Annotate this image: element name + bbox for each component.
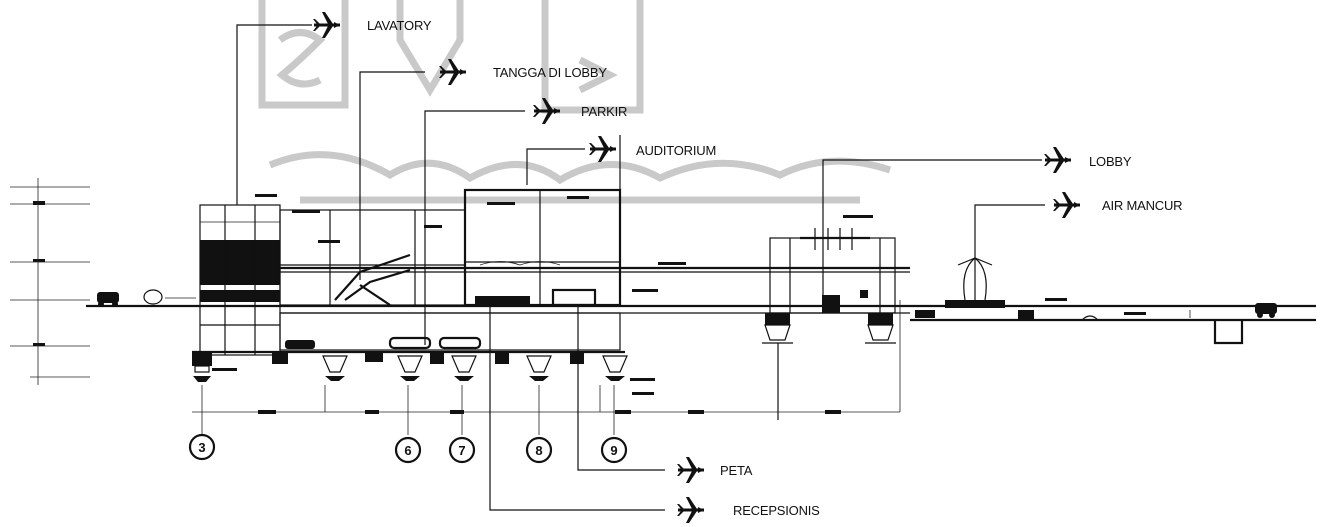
watermark-logo bbox=[258, 0, 892, 204]
airplane-arrow-icon bbox=[675, 495, 706, 525]
svg-text:PETA: PETA bbox=[720, 463, 753, 478]
svg-text:3: 3 bbox=[198, 440, 205, 455]
airplane-arrow-icon bbox=[1042, 145, 1073, 175]
airplane-arrow-icon bbox=[587, 134, 618, 164]
airplane-arrow-icon bbox=[1051, 190, 1082, 220]
callout-lavatory: LAVATORY bbox=[311, 10, 432, 40]
svg-text:LAVATORY: LAVATORY bbox=[367, 18, 432, 33]
svg-text:AIR MANCUR: AIR MANCUR bbox=[1102, 198, 1182, 213]
grid-bubble-6: 6 bbox=[394, 436, 422, 464]
grid-bubble-3: 3 bbox=[188, 433, 216, 461]
basement-cars bbox=[285, 336, 482, 350]
callout-auditorium: AUDITORIUM bbox=[587, 134, 716, 164]
level-markers bbox=[10, 178, 90, 385]
annotation-ticks bbox=[212, 194, 1146, 395]
car-left bbox=[97, 289, 196, 307]
callout-parkir: PARKIR bbox=[531, 96, 627, 126]
main-building bbox=[192, 188, 910, 356]
site-right bbox=[1081, 303, 1277, 345]
foundations bbox=[192, 352, 628, 382]
svg-text:RECEPSIONIS: RECEPSIONIS bbox=[733, 503, 820, 518]
svg-text:8: 8 bbox=[535, 443, 542, 458]
callout-recepsionis: RECEPSIONIS bbox=[675, 495, 820, 525]
lobby-pavilion bbox=[762, 228, 896, 420]
callout-air-mancur: AIR MANCUR bbox=[1051, 190, 1183, 220]
grid-bubble-9: 9 bbox=[600, 436, 628, 464]
callout-leaders bbox=[236, 24, 1045, 511]
dimension-line bbox=[192, 410, 900, 414]
svg-text:9: 9 bbox=[610, 443, 617, 458]
airplane-arrow-icon bbox=[531, 96, 562, 126]
fountain bbox=[915, 257, 1034, 320]
grid-bubble-7: 7 bbox=[448, 436, 476, 464]
callout-lobby: LOBBY bbox=[1042, 145, 1132, 175]
airplane-arrow-icon bbox=[675, 455, 706, 485]
callout-peta: PETA bbox=[675, 455, 753, 485]
svg-text:LOBBY: LOBBY bbox=[1089, 154, 1132, 169]
svg-text:6: 6 bbox=[404, 443, 411, 458]
svg-text:7: 7 bbox=[458, 443, 465, 458]
svg-text:AUDITORIUM: AUDITORIUM bbox=[636, 143, 716, 158]
svg-text:PARKIR: PARKIR bbox=[581, 104, 627, 119]
grid-bubble-8: 8 bbox=[525, 436, 553, 464]
grid-axes: 3 6 7 8 9 bbox=[188, 300, 901, 464]
callout-tangga-di-lobby: TANGGA DI LOBBY bbox=[437, 57, 608, 87]
svg-text:TANGGA DI LOBBY: TANGGA DI LOBBY bbox=[493, 65, 607, 80]
